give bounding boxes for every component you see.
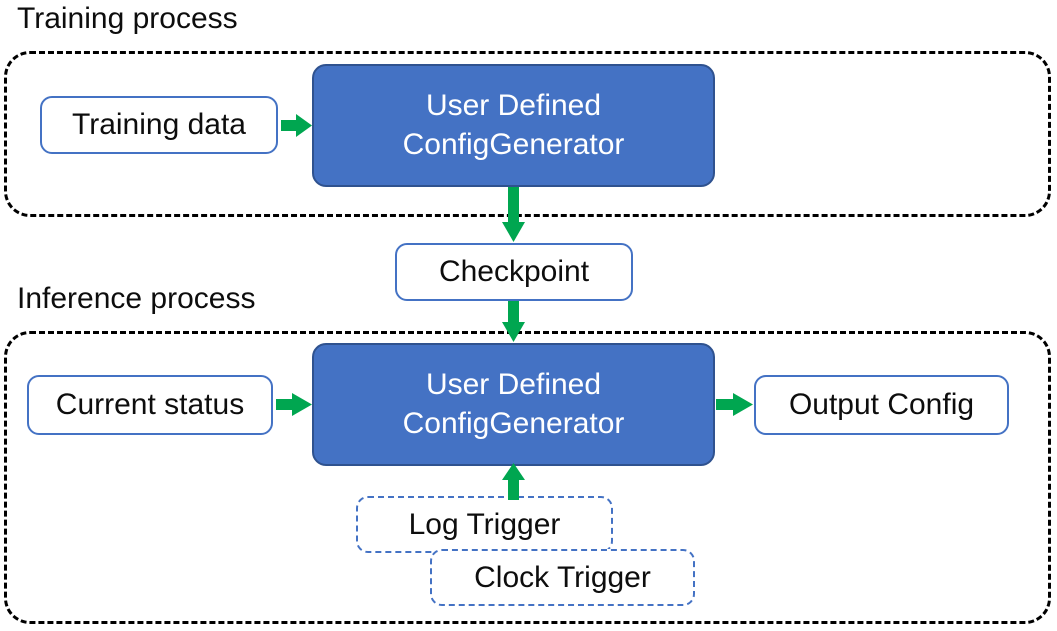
node-log-trigger[interactable]: Log Trigger (356, 496, 613, 553)
node-udcg-training-line1: User Defined (425, 89, 602, 123)
training-process-container (4, 51, 1051, 217)
node-udcg-training-line2: ConfigGenerator (402, 127, 625, 161)
inference-process-container (4, 331, 1051, 624)
node-checkpoint-label: Checkpoint (438, 255, 590, 289)
node-checkpoint[interactable]: Checkpoint (395, 243, 633, 301)
node-current-status[interactable]: Current status (27, 375, 273, 435)
node-user-defined-configgenerator-training[interactable]: User Defined ConfigGenerator (312, 64, 715, 187)
node-udcg-inference-line2: ConfigGenerator (402, 406, 625, 440)
node-output-config[interactable]: Output Config (754, 375, 1009, 435)
node-log-trigger-label: Log Trigger (408, 507, 561, 541)
node-clock-trigger[interactable]: Clock Trigger (430, 549, 695, 606)
node-training-data[interactable]: Training data (40, 96, 278, 154)
training-process-title: Training process (17, 2, 238, 35)
node-output-config-label: Output Config (788, 388, 975, 422)
node-user-defined-configgenerator-inference[interactable]: User Defined ConfigGenerator (312, 343, 715, 466)
node-current-status-label: Current status (55, 388, 245, 422)
node-udcg-inference-line1: User Defined (425, 368, 602, 402)
inference-process-title: Inference process (17, 282, 256, 315)
node-training-data-label: Training data (72, 108, 246, 142)
node-clock-trigger-label: Clock Trigger (474, 560, 651, 594)
